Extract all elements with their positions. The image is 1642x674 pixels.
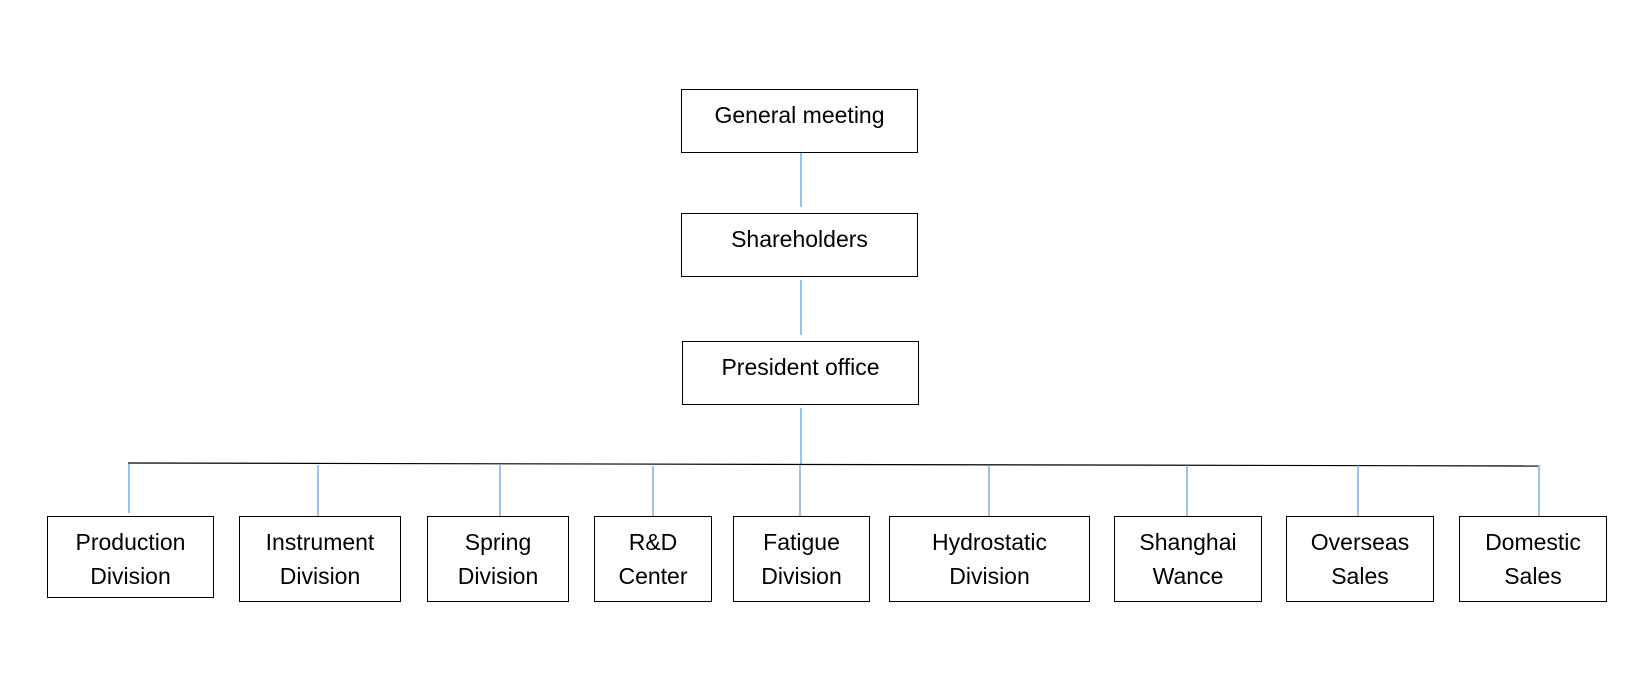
node-label-line-2: Division — [90, 563, 171, 589]
node-label-line-1: R&D — [628, 529, 678, 555]
node-hydrostatic-division: Hydrostatic Division — [889, 516, 1090, 602]
node-label-line-2: Sales — [1331, 563, 1389, 589]
node-label-line-1: Shanghai — [1139, 529, 1237, 555]
node-domestic-sales: Domestic Sales — [1459, 516, 1607, 602]
node-label-line-2: Center — [618, 563, 688, 589]
node-instrument-division: Instrument Division — [239, 516, 401, 602]
node-production-division: Production Division — [47, 516, 214, 598]
node-spring-division: Spring Division — [427, 516, 569, 602]
node-shanghai-wance: Shanghai Wance — [1114, 516, 1262, 602]
node-label-line-2: Sales — [1504, 563, 1562, 589]
node-label-line-1: Instrument — [265, 529, 375, 555]
node-label-line-2: Division — [457, 563, 539, 589]
node-label: President office — [721, 354, 880, 380]
node-label-line-1: Spring — [464, 529, 532, 555]
branch-bar — [127, 462, 1539, 467]
node-label-line-2: Wance — [1152, 563, 1224, 589]
node-president-office: President office — [682, 341, 919, 405]
node-label-line-1: Overseas — [1310, 529, 1410, 555]
node-general-meeting: General meeting — [681, 89, 918, 153]
node-label: General meeting — [714, 102, 885, 128]
node-label-line-1: Production — [75, 529, 186, 555]
node-overseas-sales: Overseas Sales — [1286, 516, 1434, 602]
node-label-line-2: Division — [949, 563, 1030, 589]
node-label-line-1: Fatigue — [763, 529, 840, 555]
node-rd-center: R&D Center — [594, 516, 712, 602]
node-label-line-2: Division — [279, 563, 361, 589]
node-label-line-1: Domestic — [1485, 529, 1581, 555]
node-label-line-1: Hydrostatic — [931, 529, 1048, 555]
node-label: Shareholders — [731, 226, 868, 252]
node-shareholders: Shareholders — [681, 213, 918, 277]
node-label-line-2: Division — [761, 563, 842, 589]
node-fatigue-division: Fatigue Division — [733, 516, 870, 602]
